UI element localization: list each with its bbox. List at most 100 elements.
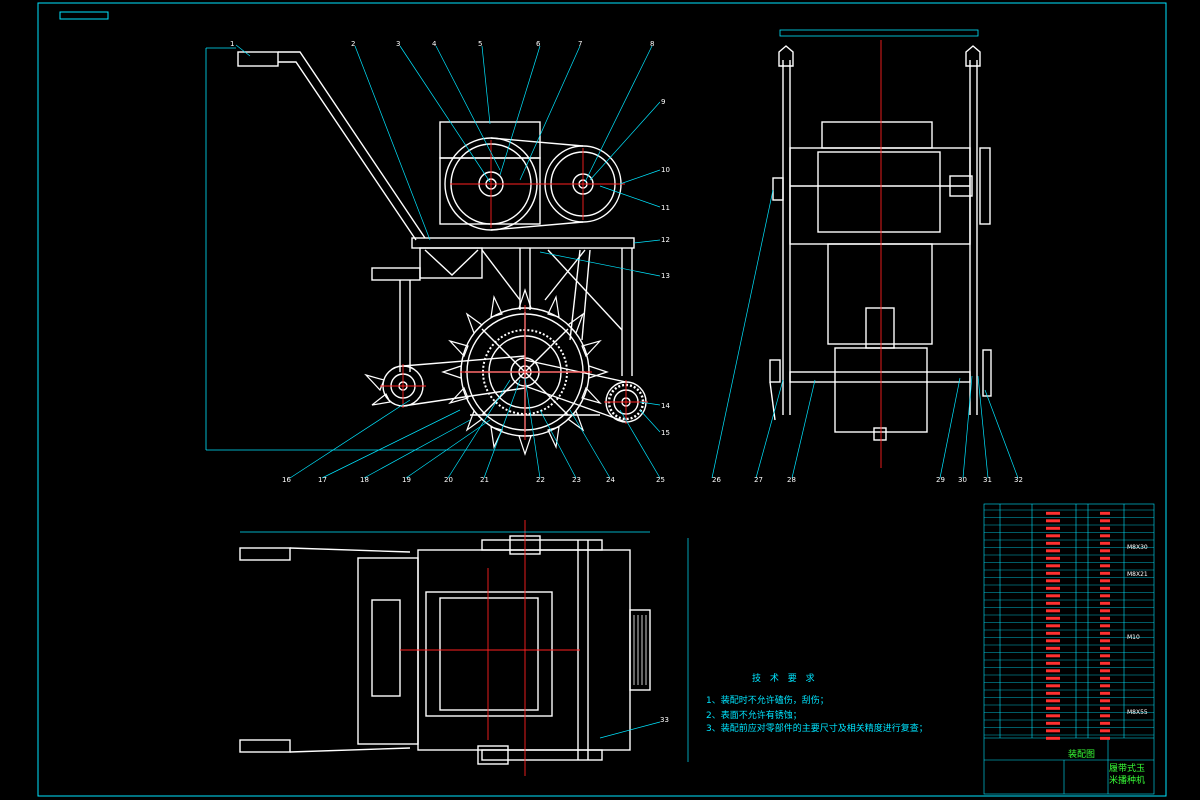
table-cell-material — [1100, 601, 1110, 605]
table-cell-material — [1100, 654, 1110, 658]
callout-number: 12 — [661, 236, 670, 244]
table-cell-name — [1046, 721, 1060, 725]
callout-number: 28 — [787, 476, 796, 484]
parts-table-rows — [984, 509, 1154, 740]
material-note-4: M8X55 — [1127, 709, 1148, 716]
table-cell-material — [1100, 534, 1110, 538]
tech-requirements-title: 技 术 要 求 — [752, 674, 818, 684]
table-cell-name — [1046, 714, 1060, 718]
table-cell-material — [1100, 624, 1110, 628]
callout-number: 10 — [661, 166, 670, 174]
table-cell-material — [1100, 729, 1110, 733]
table-cell-material — [1100, 526, 1110, 530]
plan-callout: 33 — [660, 716, 669, 724]
material-note-1: M8X30 — [1127, 544, 1148, 551]
table-cell-name — [1046, 571, 1060, 575]
table-cell-name — [1046, 549, 1060, 553]
plan-dimensions — [240, 531, 689, 762]
table-cell-material — [1100, 594, 1110, 598]
table-cell-material — [1100, 661, 1110, 665]
table-cell-name — [1046, 654, 1060, 658]
table-cell-material — [1100, 571, 1110, 575]
table-cell-material — [1100, 736, 1110, 740]
table-cell-name — [1046, 556, 1060, 560]
table-cell-name — [1046, 676, 1060, 680]
side-leaders — [711, 189, 1019, 479]
table-cell-material — [1100, 549, 1110, 553]
table-cell-material — [1100, 556, 1110, 560]
table-cell-material — [1100, 511, 1110, 515]
table-cell-name — [1046, 519, 1060, 523]
callout-number: 6 — [536, 40, 541, 48]
table-cell-material — [1100, 631, 1110, 635]
table-cell-material — [1100, 519, 1110, 523]
callout-number: 7 — [578, 40, 583, 48]
table-cell-name — [1046, 706, 1060, 710]
material-note-3: M10 — [1127, 634, 1140, 641]
table-cell-name — [1046, 594, 1060, 598]
table-cell-name — [1046, 624, 1060, 628]
table-cell-material — [1100, 541, 1110, 545]
material-note-2: M8X21 — [1127, 571, 1148, 578]
table-cell-material — [1100, 579, 1110, 583]
table-cell-material — [1100, 721, 1110, 725]
table-cell-material — [1100, 676, 1110, 680]
table-cell-name — [1046, 699, 1060, 703]
callout-number: 2 — [351, 40, 356, 48]
table-cell-name — [1046, 534, 1060, 538]
callout-number: 29 — [936, 476, 945, 484]
tech-note-1: 1、装配时不允许磕伤，刮伤； — [706, 696, 829, 706]
table-cell-name — [1046, 511, 1060, 515]
table-cell-name — [1046, 631, 1060, 635]
callout-number: 27 — [754, 476, 763, 484]
table-cell-material — [1100, 699, 1110, 703]
parts-table — [983, 503, 1155, 795]
table-cell-material — [1100, 669, 1110, 673]
callout-number: 9 — [661, 98, 666, 106]
table-cell-name — [1046, 661, 1060, 665]
table-cell-material — [1100, 564, 1110, 568]
callout-number: 13 — [661, 272, 670, 280]
table-cell-name — [1046, 541, 1060, 545]
callout-number: 31 — [983, 476, 992, 484]
table-cell-name — [1046, 736, 1060, 740]
table-cell-material — [1100, 616, 1110, 620]
callout-number: 4 — [432, 40, 437, 48]
table-cell-material — [1100, 609, 1110, 613]
table-cell-material — [1100, 714, 1110, 718]
product-name: 履带式玉米播种机 — [1109, 764, 1146, 786]
table-cell-name — [1046, 601, 1060, 605]
callout-number: 14 — [661, 402, 670, 410]
callout-number: 21 — [480, 476, 489, 484]
table-cell-name — [1046, 639, 1060, 643]
table-cell-name — [1046, 586, 1060, 590]
callout-number: 18 — [360, 476, 369, 484]
table-cell-name — [1046, 526, 1060, 530]
callout-number: 5 — [478, 40, 483, 48]
callout-number: 30 — [958, 476, 967, 484]
table-cell-material — [1100, 646, 1110, 650]
table-cell-name — [1046, 564, 1060, 568]
callout-number: 3 — [396, 40, 401, 48]
callout-number: 8 — [650, 40, 655, 48]
table-cell-material — [1100, 684, 1110, 688]
sprocket-teeth — [364, 288, 609, 456]
drawing-name: 装配图 — [1068, 750, 1096, 760]
front-view — [205, 47, 647, 451]
callout-number: 1 — [230, 40, 235, 48]
callout-number: 20 — [444, 476, 453, 484]
callout-number: 26 — [712, 476, 721, 484]
callout-number: 24 — [606, 476, 615, 484]
table-cell-material — [1100, 706, 1110, 710]
table-cell-name — [1046, 684, 1060, 688]
table-cell-name — [1046, 669, 1060, 673]
table-cell-name — [1046, 616, 1060, 620]
plan-centerlines — [400, 520, 580, 776]
callout-number: 15 — [661, 429, 670, 437]
table-cell-material — [1100, 639, 1110, 643]
callout-number: 25 — [656, 476, 665, 484]
tech-note-3: 3、装配前应对零部件的主要尺寸及相关精度进行复查； — [706, 724, 928, 734]
callout-number: 23 — [572, 476, 581, 484]
table-cell-name — [1046, 609, 1060, 613]
